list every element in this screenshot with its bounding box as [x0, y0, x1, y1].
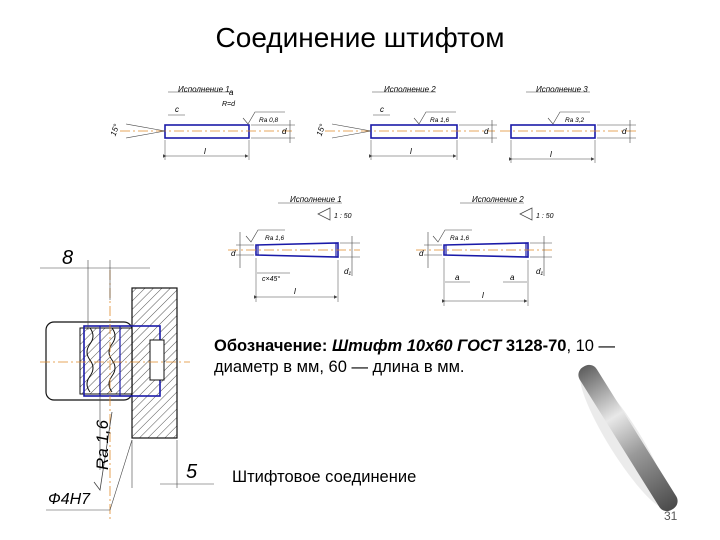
page-number: 31	[664, 509, 678, 523]
pin-variant-3-top: Исполнение 3 Ra 3,2 l d	[500, 85, 636, 163]
length-label: l	[550, 150, 552, 159]
r-label: R=d	[222, 101, 236, 108]
fit-label: Ф4Н7	[48, 491, 91, 508]
variant-label: Исполнение 3	[536, 85, 588, 94]
diameter-label: d	[419, 249, 424, 258]
d1-label: d₁	[536, 267, 543, 276]
taper-label: 1 : 50	[536, 213, 554, 220]
chamfer-label: c×45°	[262, 275, 280, 283]
tapered-pin-variant-2: Исполнение 2 1 : 50 Ra 1,6 d d₁ a a l	[416, 195, 554, 306]
variant-label: Исполнение 1	[178, 85, 230, 94]
designation-rest: , 10 — диаметр в мм, 60 — длина в мм.	[214, 337, 616, 376]
diameter-label: d	[622, 127, 627, 136]
length-label: l	[410, 147, 412, 156]
variant-label: Исполнение 2	[384, 85, 436, 94]
pin-joint-assembly: 8 Ra 1,6 5 Ф4Н7	[40, 247, 214, 520]
length-label: l	[294, 287, 296, 296]
angle-label: 15°	[109, 122, 122, 137]
pin-photo	[578, 364, 678, 512]
roughness-label: Ra 0,8	[259, 117, 279, 124]
roughness-label: Ra 3,2	[565, 117, 585, 124]
d1-label: d₁	[344, 267, 351, 276]
length-label: l	[204, 147, 206, 156]
roughness-label: Ra 1,6	[430, 117, 450, 124]
dim-8-label: 8	[62, 247, 73, 269]
a-label: a	[510, 273, 515, 282]
diameter-label: d	[484, 127, 489, 136]
designation-caption: Обозначение: Штифт 10x60 ГОСТ 3128-70, 1…	[214, 336, 664, 378]
designation-label: Обозначение:	[214, 337, 328, 355]
c-label: c	[380, 105, 384, 114]
subtitle: Штифтовое соединение	[232, 468, 417, 486]
a-label: a	[229, 88, 234, 97]
designation-name: Штифт 10x60 ГОСТ	[331, 337, 502, 355]
pin-variant-2-top: Исполнение 2 15° c Ra 1,6 l d	[315, 85, 497, 160]
roughness-label: Ra 1,6	[265, 235, 285, 242]
assembly-roughness-label: Ra 1,6	[93, 419, 112, 470]
designation-code: 3128-70	[505, 337, 567, 355]
a-label: a	[455, 273, 460, 282]
length-label: l	[482, 291, 484, 300]
angle-label: 15°	[315, 122, 328, 137]
taper-label: 1 : 50	[334, 213, 352, 220]
diameter-label: d	[231, 249, 236, 258]
dim-5-label: 5	[186, 461, 198, 483]
variant-label: Исполнение 2	[472, 195, 524, 204]
roughness-label: Ra 1,6	[450, 235, 470, 242]
variant-label: Исполнение 1	[290, 195, 342, 204]
tapered-pin-variant-1: Исполнение 1 1 : 50 Ra 1,6 d d₁ c×45° l	[228, 195, 360, 302]
slide-title: Соединение штифтом	[215, 22, 505, 53]
pin-variant-1-top: Исполнение 1 15° c R=d a Ra 0,8 l d	[109, 85, 295, 160]
c-label: c	[175, 105, 179, 114]
diameter-label: d	[282, 127, 287, 136]
